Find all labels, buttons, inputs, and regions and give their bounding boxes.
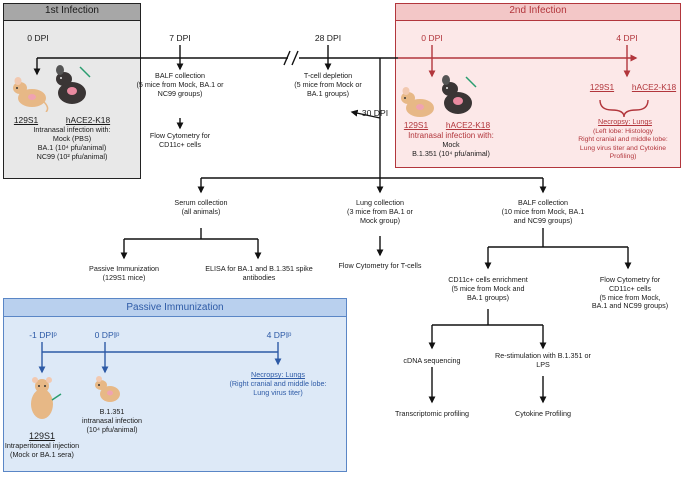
second-infection-dpi4: 4 DPI xyxy=(616,33,638,43)
passive-dpi-4: 4 DPIᵖ xyxy=(266,330,292,340)
transcriptomic-profiling: Transcriptomic profiling xyxy=(394,409,470,418)
first-infection-group-mock: Mock (PBS) xyxy=(52,134,92,143)
dpi28-tcell-depletion: T-cell depletion (5 mice from Mock or BA… xyxy=(294,71,362,98)
mouse-129s1-icon xyxy=(13,77,49,112)
passive-necropsy: Necropsy: Lungs xyxy=(251,370,305,379)
first-infection-strain-hace2: hACE2-K18 xyxy=(65,115,111,125)
first-infection-group-nc99: NC99 (10² pfu/animal) xyxy=(36,152,108,161)
mouse-hace2-k18-icon xyxy=(56,65,91,104)
dpi7-flow-cytometry: Flow Cytometry for CD11c+ cells xyxy=(149,131,211,149)
serum-collection: Serum collection (all animals) xyxy=(174,198,228,216)
second-infection-necropsy-detail: (Left lobe: Histology Right cranial and … xyxy=(578,128,668,160)
cdna-sequencing: cDNA sequencing xyxy=(403,356,461,365)
second-infection-title: 2nd Infection xyxy=(509,5,567,16)
dpi30-label: 30 DPI xyxy=(361,108,389,118)
first-infection-title-bar xyxy=(3,3,141,21)
cytokine-profiling: Cytokine Profiling xyxy=(515,409,571,418)
passive-dpi-0: 0 DPIᵖ xyxy=(94,330,120,340)
first-infection-strain-129s1: 129S1 xyxy=(13,115,39,125)
second-infection-group-mock: Mock xyxy=(442,140,460,149)
passive-b1351-infection: B.1.351 intranasal infection (10⁴ pfu/an… xyxy=(82,407,142,434)
first-infection-route: Intranasal infection with: xyxy=(33,125,111,134)
passive-strain-129s1: 129S1 xyxy=(28,431,56,441)
second-infection-strain-129s1: 129S1 xyxy=(403,120,429,130)
restimulation: Re-stimulation with B.1.351 or LPS xyxy=(495,351,591,369)
passive-immunization-panel xyxy=(3,298,347,472)
lung-flow-cytometry: Flow Cytometry for T-cells xyxy=(338,261,422,270)
second-infection-necropsy-strain-hace2: hACE2-K18 xyxy=(631,82,677,92)
first-infection-group-ba1: BA.1 (10⁴ pfu/animal) xyxy=(37,143,107,152)
second-infection-panel xyxy=(395,3,681,168)
passive-immunization-title: Passive Immunization xyxy=(126,302,224,313)
second-infection-title-bar xyxy=(395,3,681,21)
first-infection-dpi-label: 0 DPI xyxy=(27,33,49,43)
passive-immunization-title-bar xyxy=(3,298,347,317)
balf30-flow-cytometry: Flow Cytometry for CD11c+ cells (5 mice … xyxy=(591,275,669,311)
dpi28-label: 28 DPI xyxy=(314,33,342,43)
dpi7-balf-collection: BALF collection (5 mice from Mock, BA.1 … xyxy=(136,71,224,98)
first-infection-title: 1st Infection xyxy=(45,5,99,16)
second-infection-necropsy: Necropsy: Lungs xyxy=(598,117,652,126)
cd11c-enrichment: CD11c+ cells enrichment (5 mice from Moc… xyxy=(448,275,528,302)
mouse-hace2-k18-second-icon xyxy=(442,75,477,114)
elisa-item: ELISA for BA.1 and B.1.351 spike antibod… xyxy=(205,264,313,282)
passive-dpi-minus1: -1 DPIᵖ xyxy=(29,330,57,340)
passive-necropsy-detail: (Right cranial and middle lobe: Lung vir… xyxy=(229,379,327,397)
passive-immunization-item: Passive Immunization (129S1 mice) xyxy=(89,264,159,282)
second-infection-route: Intranasal infection with: xyxy=(408,131,494,140)
lung-collection: Lung collection (3 mice from BA.1 or Moc… xyxy=(347,198,413,225)
passive-intraperitoneal-injection: Intraperitoneal injection (Mock or BA.1 … xyxy=(4,441,80,459)
second-infection-strain-hace2: hACE2-K18 xyxy=(445,120,491,130)
mouse-infection-passive-icon xyxy=(95,376,120,402)
second-infection-dpi0: 0 DPI xyxy=(421,33,443,43)
dpi7-label: 7 DPI xyxy=(169,33,191,43)
mouse-129s1-passive-icon xyxy=(31,377,62,419)
balf30-collection: BALF collection (10 mice from Mock, BA.1… xyxy=(501,198,585,225)
second-infection-group-b1351: B.1.351 (10⁴ pfu/animal) xyxy=(412,149,490,158)
mouse-129s1-second-icon xyxy=(401,87,434,117)
second-infection-necropsy-strain-129s1: 129S1 xyxy=(589,82,615,92)
